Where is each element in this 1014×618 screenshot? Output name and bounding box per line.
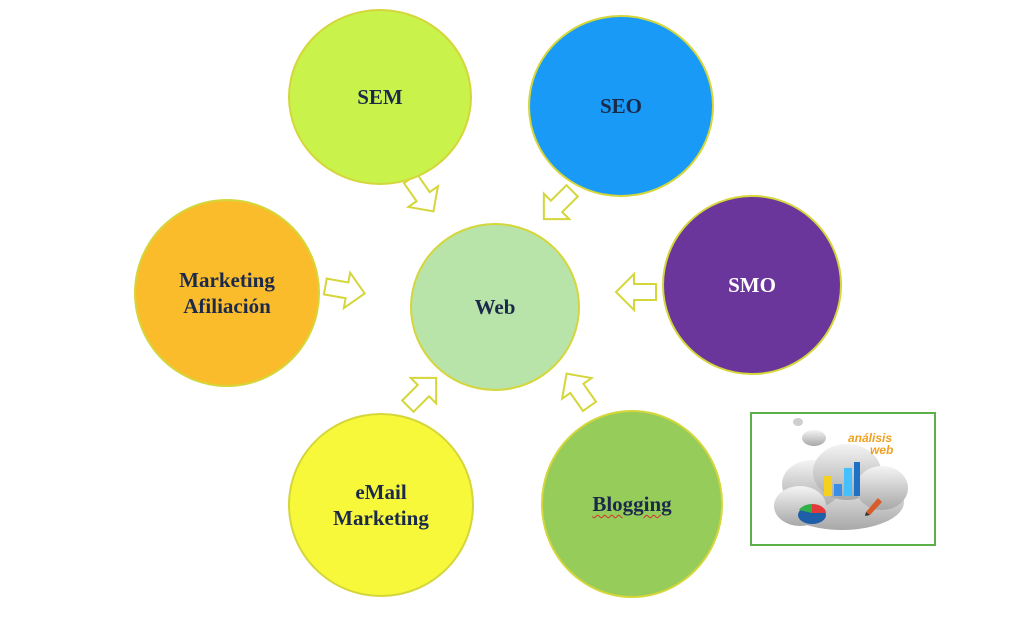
arrow-smo-to-web <box>615 273 657 311</box>
node-blogging: Blogging <box>541 410 723 598</box>
node-smo: SMO <box>662 195 842 375</box>
node-web: Web <box>410 223 580 391</box>
node-blogging-label: Blogging <box>592 492 672 516</box>
node-web-label: Web <box>474 295 516 319</box>
node-seo: SEO <box>528 15 714 197</box>
analisis-web-thumbnail: análisis web <box>750 412 936 546</box>
pencil-icon <box>865 498 882 516</box>
bar-chart-icon <box>824 462 860 496</box>
node-smo-label: SMO <box>728 273 776 297</box>
arrow-email-to-web <box>394 364 450 420</box>
node-sem: SEM <box>288 9 472 185</box>
thumbnail-text-line1: análisis <box>848 431 893 445</box>
arrow-blogging-to-web <box>550 362 606 418</box>
node-email-label: eMail Marketing <box>333 480 429 530</box>
node-afiliacion-label: Marketing Afiliación <box>179 268 275 318</box>
thumbnail-text-line2: web <box>870 443 894 457</box>
node-email: eMail Marketing <box>288 413 474 597</box>
arrow-afiliacion-to-web <box>321 267 369 313</box>
pie-chart-icon <box>798 504 826 524</box>
node-seo-label: SEO <box>599 94 643 118</box>
node-sem-label: SEM <box>357 85 403 109</box>
node-afiliacion: Marketing Afiliación <box>134 199 320 387</box>
